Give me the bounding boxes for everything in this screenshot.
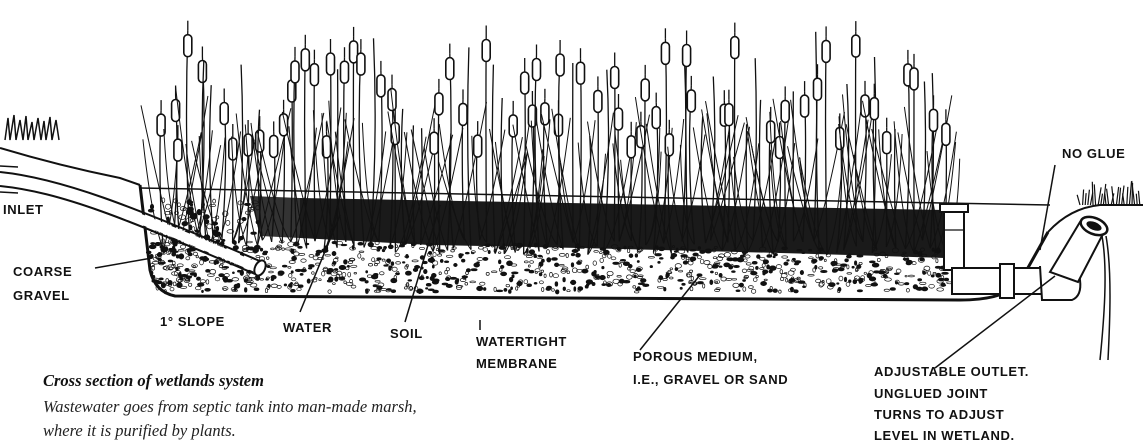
label-no-glue: NO GLUE	[1062, 146, 1125, 161]
right-grass	[1077, 181, 1140, 205]
caption-line-1: Wastewater goes from septic tank into ma…	[43, 397, 417, 417]
caption-line-2: where it is purified by plants.	[43, 421, 236, 441]
label-coarse-gravel-2: GRAVEL	[13, 288, 70, 303]
label-membrane: MEMBRANE	[476, 356, 557, 371]
label-slope: 1° SLOPE	[160, 314, 225, 329]
label-adjustable-outlet: ADJUSTABLE OUTLET.	[874, 364, 1029, 379]
left-grass	[5, 115, 59, 140]
label-porous-medium: POROUS MEDIUM,	[633, 349, 758, 364]
label-soil: SOIL	[390, 326, 423, 341]
caption-title: Cross section of wetlands system	[43, 371, 264, 391]
label-coarse-gravel: COARSE	[13, 264, 72, 279]
label-inlet: INLET	[3, 202, 44, 217]
label-level-in-wetland: LEVEL IN WETLAND.	[874, 428, 1015, 443]
label-unglued-joint: UNGLUED JOINT	[874, 386, 988, 401]
label-water: WATER	[283, 320, 332, 335]
label-gravel-or-sand: I.E., GRAVEL OR SAND	[633, 372, 788, 387]
label-watertight: WATERTIGHT	[476, 334, 567, 349]
label-turns-to-adjust: TURNS TO ADJUST	[874, 407, 1004, 422]
outlet-pipe	[940, 204, 1110, 360]
